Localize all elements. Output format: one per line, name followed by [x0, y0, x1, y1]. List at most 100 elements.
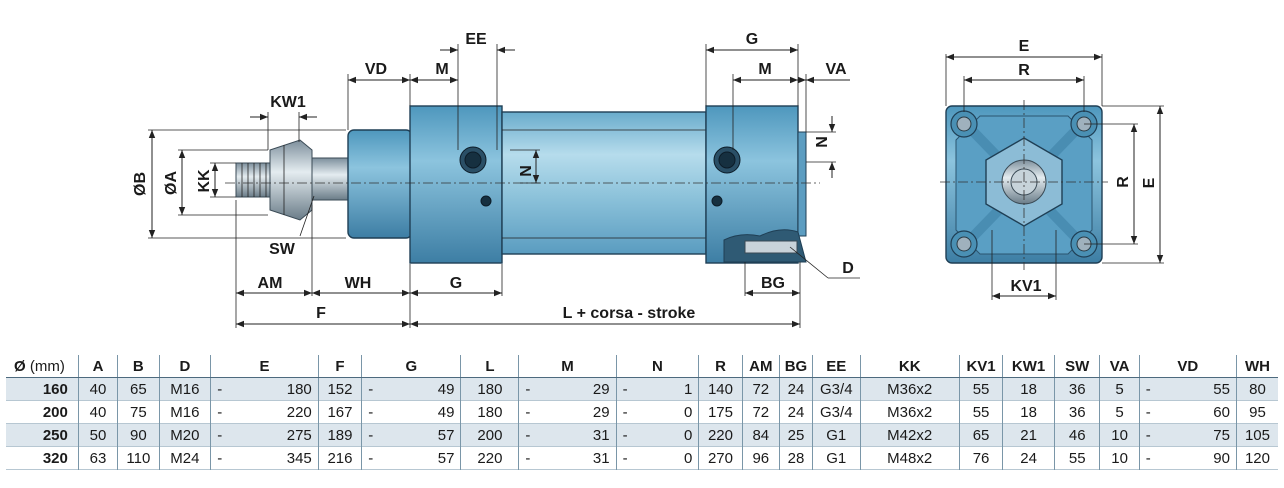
- cell-l: 180: [460, 400, 519, 424]
- cell-kv1: 65: [958, 423, 1003, 447]
- label-vd: VD: [365, 61, 387, 78]
- cell-bore: 160: [42, 380, 68, 398]
- end-view: E R R E KV1: [940, 38, 1164, 300]
- header-ee: EE: [812, 355, 861, 378]
- header-vd: VD: [1138, 355, 1237, 378]
- cell-kk: M36x2: [859, 377, 960, 401]
- cell-am: 84: [741, 423, 780, 447]
- cell-g: 49: [437, 380, 455, 398]
- cell-bg: 25: [778, 423, 813, 447]
- cell-ee: G3/4: [812, 400, 861, 424]
- label-am: AM: [258, 275, 283, 292]
- cell-am: 96: [741, 446, 780, 470]
- cell-b: 75: [117, 400, 160, 424]
- cell-a: 40: [77, 377, 118, 401]
- cell-g: 57: [437, 426, 455, 444]
- cell-f: 167: [317, 400, 362, 424]
- header-bg: BG: [778, 355, 813, 378]
- cell-va: 10: [1099, 423, 1140, 447]
- header-g: G: [361, 355, 461, 378]
- cell-vd-pre: -: [1138, 377, 1187, 401]
- header-kw1: KW1: [1002, 355, 1055, 378]
- cell-n: 1: [683, 380, 693, 398]
- cell-n-pre: -: [615, 400, 664, 424]
- cell-vd: 90: [1213, 449, 1230, 467]
- cell-m: 31: [592, 426, 610, 444]
- cell-wh: 120: [1235, 446, 1278, 470]
- header-f: F: [317, 355, 362, 378]
- cell-bg: 24: [778, 400, 813, 424]
- cell-bore: 320: [42, 449, 68, 467]
- cell-a: 40: [77, 400, 118, 424]
- cell-vd-pre: -: [1138, 446, 1187, 470]
- cell-kv1: 55: [958, 400, 1003, 424]
- cell-vd-pre: -: [1138, 400, 1187, 424]
- cell-vd: 55: [1213, 380, 1230, 398]
- header-l: L: [460, 355, 519, 378]
- header-e: E: [210, 355, 319, 378]
- cell-wh: 105: [1235, 423, 1278, 447]
- cell-kw1: 24: [1002, 446, 1055, 470]
- cell-a: 50: [77, 423, 118, 447]
- cell-g-pre: -: [361, 423, 410, 447]
- cell-ee: G1: [812, 446, 861, 470]
- label-kv1: KV1: [1010, 278, 1041, 295]
- label-va: VA: [825, 61, 846, 78]
- cell-e-pre: -: [210, 400, 263, 424]
- label-kw1: KW1: [270, 94, 306, 111]
- cell-a: 63: [77, 446, 118, 470]
- cell-kv1: 76: [958, 446, 1003, 470]
- cell-e: 345: [286, 449, 312, 467]
- front-gland: [347, 129, 413, 239]
- cell-sw: 55: [1053, 446, 1100, 470]
- cell-g-pre: -: [361, 377, 410, 401]
- cell-m: 29: [592, 380, 610, 398]
- side-view: EE G VD M M VA KW1 ØB ØA KK N N SW D AM …: [132, 31, 860, 328]
- cell-e: 180: [286, 380, 312, 398]
- header-n: N: [615, 355, 699, 378]
- cell-kw1: 18: [1002, 377, 1055, 401]
- cell-wh: 95: [1235, 400, 1278, 424]
- cell-kk: M48x2: [859, 446, 960, 470]
- cell-f: 216: [317, 446, 362, 470]
- cell-f: 152: [317, 377, 362, 401]
- cell-d: M20: [158, 423, 211, 447]
- cell-e: 275: [286, 426, 312, 444]
- cell-l: 180: [460, 377, 519, 401]
- cell-kw1: 18: [1002, 400, 1055, 424]
- cell-g: 57: [437, 449, 455, 467]
- cell-d: M24: [158, 446, 211, 470]
- label-g-top: G: [746, 31, 758, 48]
- cell-bore: 250: [42, 426, 68, 444]
- cell-d: M16: [158, 377, 211, 401]
- cell-va: 5: [1099, 400, 1140, 424]
- cell-r: 220: [698, 423, 743, 447]
- label-e-top: E: [1019, 38, 1030, 55]
- cell-e-pre: -: [210, 446, 263, 470]
- cell-m-pre: -: [518, 446, 567, 470]
- cell-vd: 60: [1213, 403, 1230, 421]
- cell-e-pre: -: [210, 377, 263, 401]
- cell-vd-pre: -: [1138, 423, 1187, 447]
- cell-r: 175: [698, 400, 743, 424]
- cell-ee: G3/4: [812, 377, 861, 401]
- bleed-screw-front: [480, 195, 492, 207]
- label-wh: WH: [345, 275, 372, 292]
- cell-d: M16: [158, 400, 211, 424]
- header-am: AM: [741, 355, 780, 378]
- cell-l: 200: [460, 423, 519, 447]
- cell-n-pre: -: [615, 377, 664, 401]
- header-va: VA: [1099, 355, 1140, 378]
- cell-m: 29: [592, 403, 610, 421]
- cell-bore: 200: [42, 403, 68, 421]
- cell-wh: 80: [1235, 377, 1278, 401]
- cell-vd: 75: [1213, 426, 1230, 444]
- cell-va: 5: [1099, 377, 1140, 401]
- cell-n-pre: -: [615, 423, 664, 447]
- cell-r: 270: [698, 446, 743, 470]
- label-m-right: M: [758, 61, 771, 78]
- cell-n: 0: [683, 426, 693, 444]
